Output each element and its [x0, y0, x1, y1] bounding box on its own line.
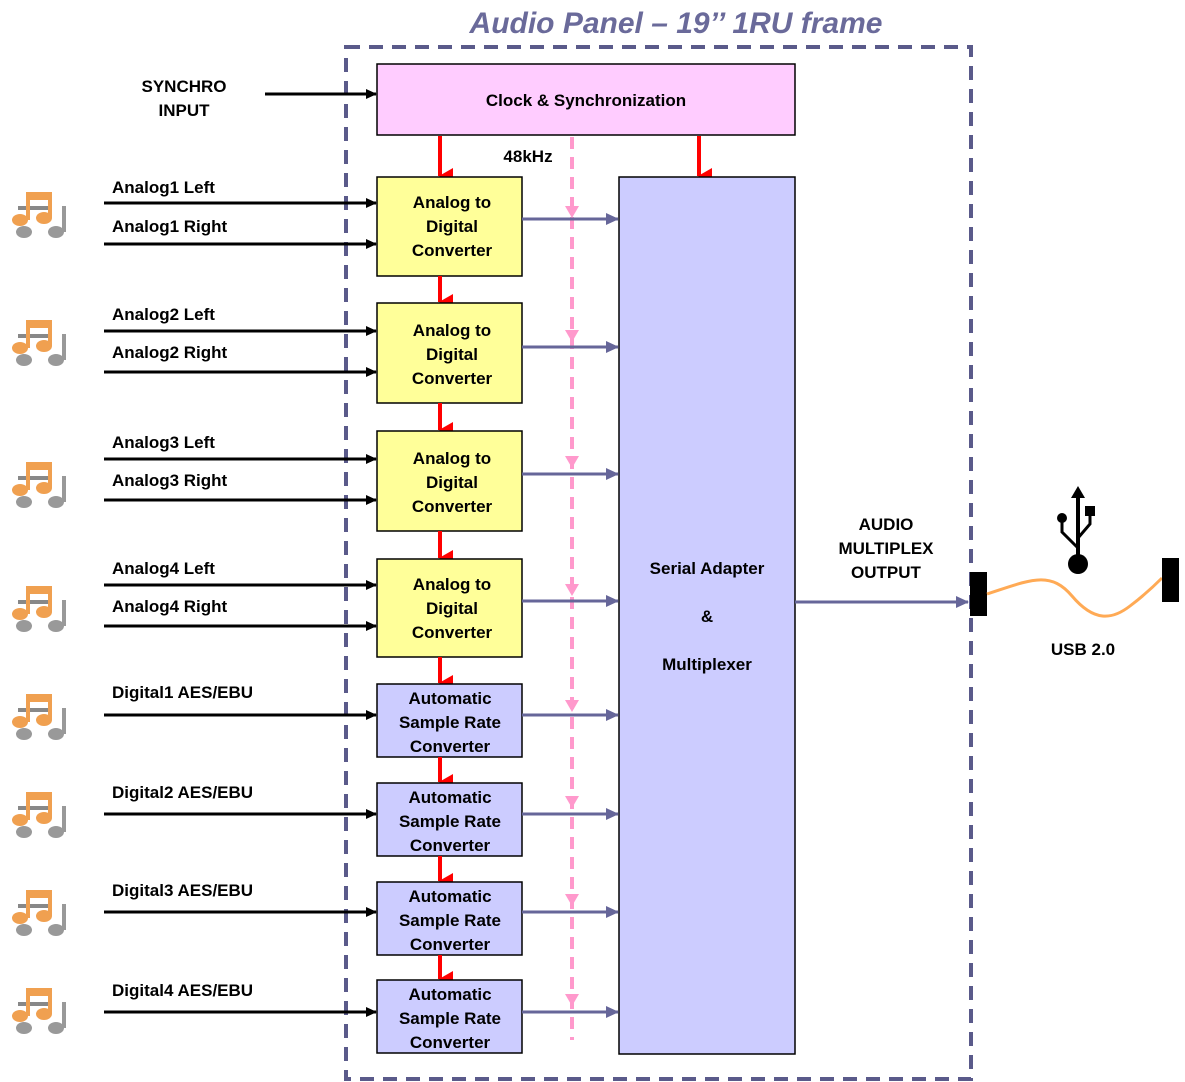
- adc-label-line2: Digital: [426, 217, 478, 236]
- adc-label-line1: Analog to: [413, 449, 491, 468]
- asrc-block: [376, 881, 523, 956]
- analog-left-label: Analog2 Left: [112, 305, 215, 324]
- clock-rate-label: 48kHz: [503, 147, 552, 166]
- mux-label-line1: Serial Adapter: [650, 559, 765, 578]
- asrc-block: [376, 782, 523, 857]
- asrc-label-line2: Sample Rate: [399, 713, 501, 732]
- digital-input-label: Digital2 AES/EBU: [112, 783, 253, 802]
- usb-label: USB 2.0: [1051, 640, 1115, 659]
- adc-block: [376, 302, 523, 404]
- usb-icon: [1057, 486, 1095, 574]
- digital-channel-2: Digital2 AES/EBU Automatic Sample Rate C…: [12, 782, 619, 889]
- asrc-label-line2: Sample Rate: [399, 812, 501, 831]
- adc-label-line1: Analog to: [413, 575, 491, 594]
- adc-block: [376, 558, 523, 658]
- adc-label-line2: Digital: [426, 345, 478, 364]
- music-note-icon: [12, 694, 66, 740]
- music-note-icon: [12, 792, 66, 838]
- adc-label-line1: Analog to: [413, 193, 491, 212]
- analog-right-label: Analog3 Right: [112, 471, 228, 490]
- asrc-label-line3: Converter: [410, 935, 491, 954]
- adc-label-line1: Analog to: [413, 321, 491, 340]
- adc-label-line2: Digital: [426, 473, 478, 492]
- mux-block: [618, 176, 796, 1055]
- clock-tap-marker: [565, 994, 579, 1006]
- analog-right-label: Analog2 Right: [112, 343, 228, 362]
- adc-label-line3: Converter: [412, 497, 493, 516]
- sync-input-label-line2: INPUT: [159, 101, 211, 120]
- asrc-label-line3: Converter: [410, 836, 491, 855]
- music-note-icon: [12, 320, 66, 366]
- clock-tap-marker: [565, 206, 579, 218]
- usb-connector-right: [1162, 558, 1179, 602]
- analog-channel-3: Analog3 Left Analog3 Right Analog to Dig…: [12, 430, 619, 566]
- frame-boundary: [344, 45, 973, 1081]
- analog-left-label: Analog4 Left: [112, 559, 215, 578]
- mux-label-line2: &: [701, 607, 713, 626]
- analog-channel-1: Analog1 Left Analog1 Right Analog to Dig…: [12, 176, 619, 310]
- music-note-icon: [12, 192, 66, 238]
- music-note-icon: [12, 462, 66, 508]
- adc-label-line3: Converter: [412, 623, 493, 642]
- adc-label-line3: Converter: [412, 369, 493, 388]
- music-note-icon: [12, 890, 66, 936]
- music-note-icon: [12, 586, 66, 632]
- analog-left-label: Analog3 Left: [112, 433, 215, 452]
- clock-sync-block: [376, 63, 796, 136]
- adc-block: [376, 430, 523, 532]
- asrc-label-line3: Converter: [410, 737, 491, 756]
- clock-tap-marker: [565, 894, 579, 906]
- usb-cable: [986, 576, 1164, 618]
- output-label-line2: MULTIPLEX: [838, 539, 934, 558]
- analog-channel-4: Analog4 Left Analog4 Right Analog to Dig…: [12, 558, 619, 691]
- digital-input-label: Digital4 AES/EBU: [112, 981, 253, 1000]
- asrc-label-line1: Automatic: [408, 689, 491, 708]
- asrc-label-line1: Automatic: [408, 788, 491, 807]
- usb-connector-left: [970, 572, 987, 616]
- diagram-title: Audio Panel – 19’’ 1RU frame: [469, 7, 883, 40]
- asrc-label-line1: Automatic: [408, 985, 491, 1004]
- asrc-label-line2: Sample Rate: [399, 1009, 501, 1028]
- digital-input-label: Digital1 AES/EBU: [112, 683, 253, 702]
- adc-label-line2: Digital: [426, 599, 478, 618]
- clock-tap-marker: [565, 796, 579, 808]
- digital-input-label: Digital3 AES/EBU: [112, 881, 253, 900]
- asrc-label-line3: Converter: [410, 1033, 491, 1052]
- clock-tap-marker: [565, 330, 579, 342]
- sync-input-label-line1: SYNCHRO: [141, 77, 226, 96]
- analog-channel-2: Analog2 Left Analog2 Right Analog to Dig…: [12, 302, 619, 438]
- asrc-block: [376, 979, 523, 1054]
- clock-tap-marker: [565, 584, 579, 596]
- digital-channel-1: Digital1 AES/EBU Automatic Sample Rate C…: [12, 683, 619, 790]
- digital-channel-3: Digital3 AES/EBU Automatic Sample Rate C…: [12, 881, 619, 987]
- music-note-icon: [12, 988, 66, 1034]
- adc-block: [376, 176, 523, 277]
- analog-right-label: Analog4 Right: [112, 597, 228, 616]
- digital-channel-4: Digital4 AES/EBU Automatic Sample Rate C…: [12, 979, 619, 1054]
- analog-left-label: Analog1 Left: [112, 178, 215, 197]
- mux-label-line3: Multiplexer: [662, 655, 752, 674]
- output-label-line3: OUTPUT: [851, 563, 922, 582]
- asrc-block: [376, 683, 523, 758]
- adc-label-line3: Converter: [412, 241, 493, 260]
- clock-tap-marker: [565, 700, 579, 712]
- asrc-label-line2: Sample Rate: [399, 911, 501, 930]
- clock-sync-label: Clock & Synchronization: [486, 91, 686, 110]
- output-label-line1: AUDIO: [859, 515, 914, 534]
- clock-tap-marker: [565, 456, 579, 468]
- analog-right-label: Analog1 Right: [112, 217, 228, 236]
- asrc-label-line1: Automatic: [408, 887, 491, 906]
